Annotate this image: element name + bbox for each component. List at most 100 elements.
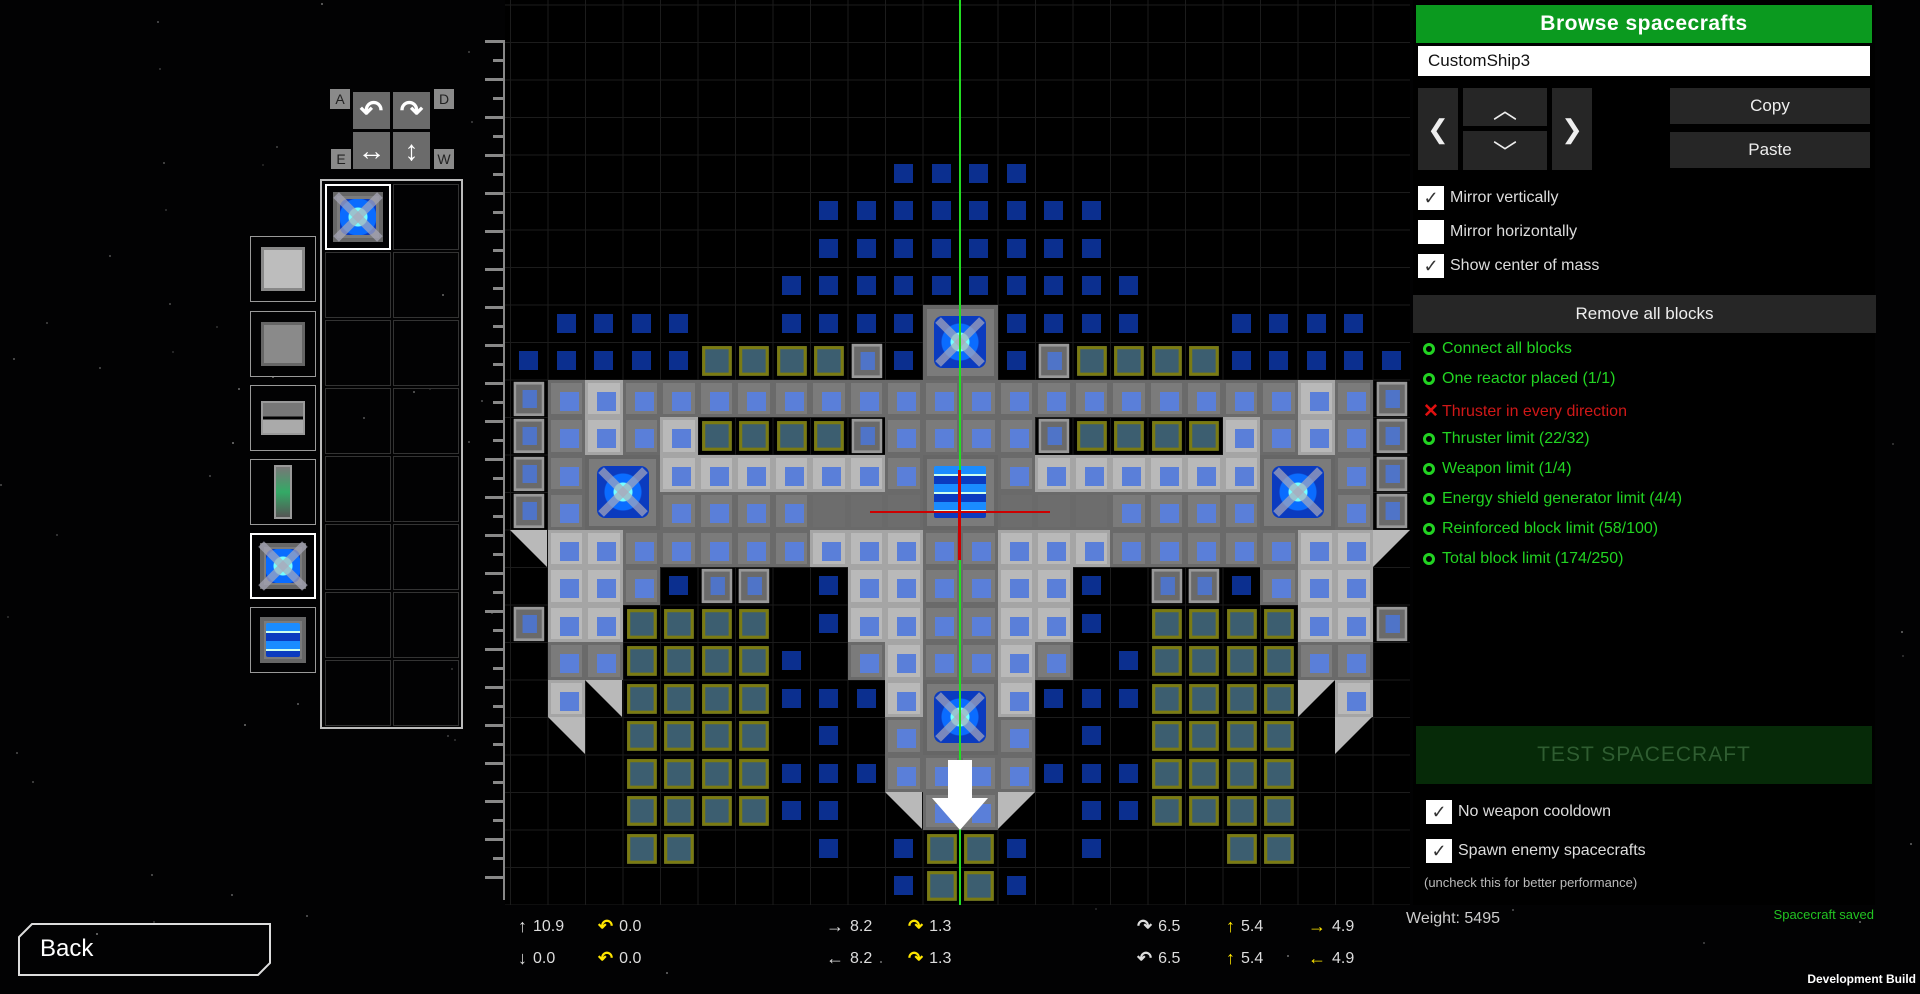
shield-coverage-cell <box>1110 305 1148 343</box>
inventory-slot[interactable] <box>325 592 391 658</box>
move-up-button[interactable]: ︿ <box>1463 88 1547 126</box>
show-center-of-mass-checkbox[interactable]: ✓ <box>1418 254 1444 278</box>
inventory-slot[interactable] <box>325 184 391 250</box>
armor-block <box>1185 492 1223 530</box>
paste-button[interactable]: Paste <box>1670 132 1870 168</box>
reinforced-block-icon <box>261 322 305 366</box>
palette-thruster[interactable] <box>250 385 316 451</box>
armor-block <box>1147 454 1185 492</box>
armor-block <box>547 529 585 567</box>
energy-shield-block <box>585 454 660 530</box>
shield-coverage-cell <box>885 155 923 193</box>
flip-vertical-button[interactable]: ↕ <box>393 132 430 169</box>
inventory-slot[interactable] <box>325 388 391 454</box>
thruster-block <box>1376 493 1407 528</box>
inventory-slot[interactable] <box>393 456 459 522</box>
weapon-range-cell <box>1264 646 1294 676</box>
palette-reinforced-block[interactable] <box>250 311 316 377</box>
build-grid[interactable] <box>505 0 1410 905</box>
inventory-slot[interactable] <box>393 592 459 658</box>
star <box>1287 955 1290 958</box>
ruler-tick <box>493 781 503 784</box>
shield-coverage-cell <box>773 642 811 680</box>
flip-horizontal-button[interactable]: ↔ <box>353 132 390 169</box>
copy-button[interactable]: Copy <box>1670 88 1870 124</box>
star <box>1901 654 1904 657</box>
weapon-range-cell <box>926 871 956 901</box>
check-circle-icon <box>1423 523 1435 535</box>
weapon-range-cell <box>1189 796 1219 826</box>
test-spacecraft-button[interactable]: TEST SPACECRAFT <box>1416 726 1872 784</box>
star <box>237 387 240 390</box>
armor-block <box>1035 379 1073 417</box>
move-down-button[interactable]: ﹀ <box>1463 131 1547 170</box>
requirement-item: Total block limit (174/250) <box>1423 550 1623 568</box>
ruler-tick <box>493 97 503 100</box>
weapon-range-cell <box>1189 346 1219 376</box>
ruler-tick <box>485 838 503 841</box>
inventory-slot[interactable] <box>325 252 391 318</box>
armor-block <box>1297 604 1335 642</box>
spawn-enemy-spacecrafts-checkbox[interactable]: ✓ <box>1426 839 1452 863</box>
inventory-slot[interactable] <box>393 252 459 318</box>
armor-block <box>1147 379 1185 417</box>
inventory-slot[interactable] <box>393 388 459 454</box>
star <box>152 920 155 923</box>
ruler-tick <box>485 572 503 575</box>
remove-all-blocks-button[interactable]: Remove all blocks <box>1413 295 1876 333</box>
no-weapon-cooldown-checkbox[interactable]: ✓ <box>1426 800 1452 824</box>
armor-block <box>997 567 1035 605</box>
star <box>481 399 484 402</box>
arrow-down-icon: ↓ <box>518 948 527 968</box>
inventory-slot[interactable] <box>325 456 391 522</box>
shield-coverage-cell <box>585 305 623 343</box>
inventory-slot[interactable] <box>325 660 391 726</box>
inventory-slot[interactable] <box>325 524 391 590</box>
shield-coverage-cell <box>1298 342 1336 380</box>
armor-block <box>1335 379 1373 417</box>
mirror-horizontally-checkbox[interactable] <box>1418 220 1444 244</box>
move-left-button[interactable]: ❮ <box>1418 88 1458 170</box>
palette-weapon[interactable] <box>250 459 316 525</box>
inventory-slot[interactable] <box>393 660 459 726</box>
shield-coverage-cell <box>1035 755 1073 793</box>
browse-spacecrafts-button[interactable]: Browse spacecrafts <box>1416 5 1872 43</box>
armor-block <box>997 754 1035 792</box>
requirement-item: Connect all blocks <box>1423 340 1572 358</box>
armor-block <box>1260 379 1298 417</box>
weapon-range-cell <box>626 758 656 788</box>
mirror-vertically-checkbox[interactable]: ✓ <box>1418 186 1444 210</box>
move-right-button[interactable]: ❯ <box>1552 88 1592 170</box>
palette-armor-block[interactable] <box>250 236 316 302</box>
armor-block <box>997 679 1035 717</box>
rotate-left-button[interactable]: ↶ <box>353 92 390 129</box>
armor-block <box>885 567 923 605</box>
inventory-slot[interactable] <box>393 320 459 386</box>
inventory-slot[interactable] <box>393 184 459 250</box>
weapon-range-cell <box>1151 721 1181 751</box>
palette-energy-shield-generator[interactable] <box>250 533 316 599</box>
shield-coverage-cell <box>810 192 848 230</box>
weapon-range-cell <box>626 646 656 676</box>
shield-coverage-cell <box>885 305 923 343</box>
armor-block <box>1335 567 1373 605</box>
armor-block <box>885 529 923 567</box>
energy-shield-block-icon <box>333 192 383 242</box>
weapon-range-cell <box>1151 421 1181 451</box>
rotate-right-button[interactable]: ↷ <box>393 92 430 129</box>
ship-name-input[interactable] <box>1418 46 1870 76</box>
inventory-slot[interactable] <box>325 320 391 386</box>
arrow-up-icon: ↑ <box>1226 916 1235 936</box>
star <box>320 2 323 5</box>
inventory-slot[interactable] <box>393 524 459 590</box>
armor-block <box>922 529 960 567</box>
weapon-range-cell <box>1189 721 1219 751</box>
stat-forward-thrust: ↑10.9 <box>518 916 565 936</box>
weapon-icon <box>274 465 292 519</box>
back-button[interactable]: Back <box>18 923 271 976</box>
shield-coverage-cell <box>1110 792 1148 830</box>
shield-coverage-cell <box>885 830 923 868</box>
palette-reactor[interactable] <box>250 607 316 673</box>
weapon-range-cell <box>701 796 731 826</box>
weapon-range-cell <box>776 346 806 376</box>
